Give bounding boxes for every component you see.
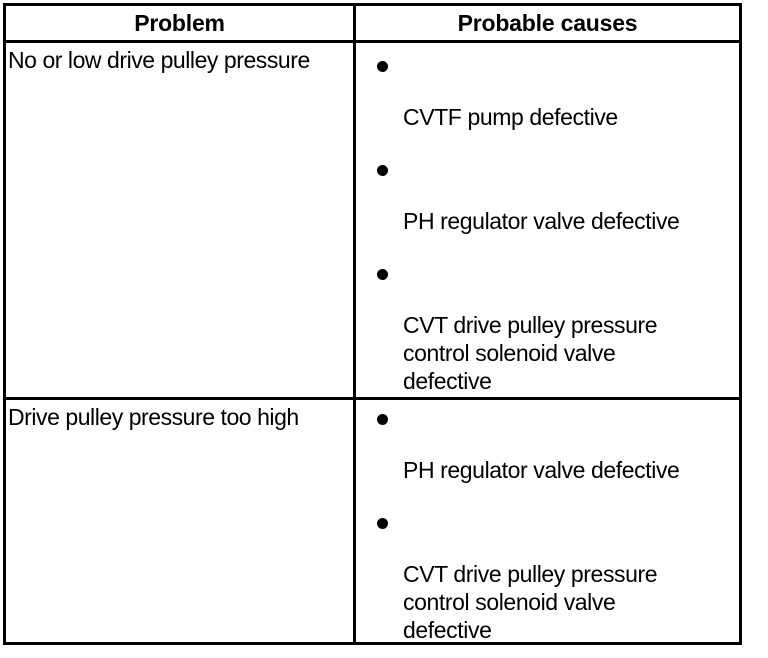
bullet-icon: [377, 269, 388, 280]
cause-line: PH regulator valve defective: [403, 457, 680, 483]
row-cell-probable-causes: PH regulator valve defective CVT drive p…: [356, 400, 739, 643]
cause-line: CVTF pump defective: [403, 104, 618, 130]
table-row: No or low drive pulley pressure CVTF pum…: [6, 43, 739, 400]
cause-text: CVT drive pulley pressure control soleno…: [403, 560, 743, 644]
table-row: Drive pulley pressure too high PH regula…: [6, 400, 739, 643]
cause-line: control solenoid valve: [403, 589, 616, 615]
bullet-icon: [377, 518, 388, 529]
bullet-icon: [377, 165, 388, 176]
cause-line: CVT drive pulley pressure: [403, 312, 658, 338]
cause-text: CVT drive pulley pressure control soleno…: [403, 311, 743, 395]
header-cell-problem: Problem: [6, 6, 356, 40]
cause-text: PH regulator valve defective: [403, 456, 743, 484]
row-cell-problem: No or low drive pulley pressure: [6, 43, 356, 397]
bullet-icon: [377, 61, 388, 72]
row-cell-probable-causes: CVTF pump defective PH regulator valve d…: [356, 43, 739, 397]
troubleshooting-table: Problem Probable causes No or low drive …: [3, 3, 742, 645]
header-cell-probable-causes: Probable causes: [356, 6, 739, 40]
cause-line: defective: [403, 368, 492, 394]
cause-line: CVT drive pulley pressure: [403, 561, 658, 587]
problem-description: Drive pulley pressure too high: [8, 404, 299, 430]
header-label-problem: Problem: [134, 9, 225, 36]
cause-text: CVTF pump defective: [403, 103, 743, 131]
header-label-probable-causes: Probable causes: [457, 9, 638, 36]
cause-line: PH regulator valve defective: [403, 208, 680, 234]
cause-line: control solenoid valve: [403, 340, 616, 366]
problem-description: No or low drive pulley pressure: [8, 47, 310, 73]
row-cell-problem: Drive pulley pressure too high: [6, 400, 356, 642]
bullet-icon: [377, 414, 388, 425]
cause-line: defective: [403, 617, 492, 643]
table-header-row: Problem Probable causes: [6, 6, 739, 43]
cause-text: PH regulator valve defective: [403, 207, 743, 235]
